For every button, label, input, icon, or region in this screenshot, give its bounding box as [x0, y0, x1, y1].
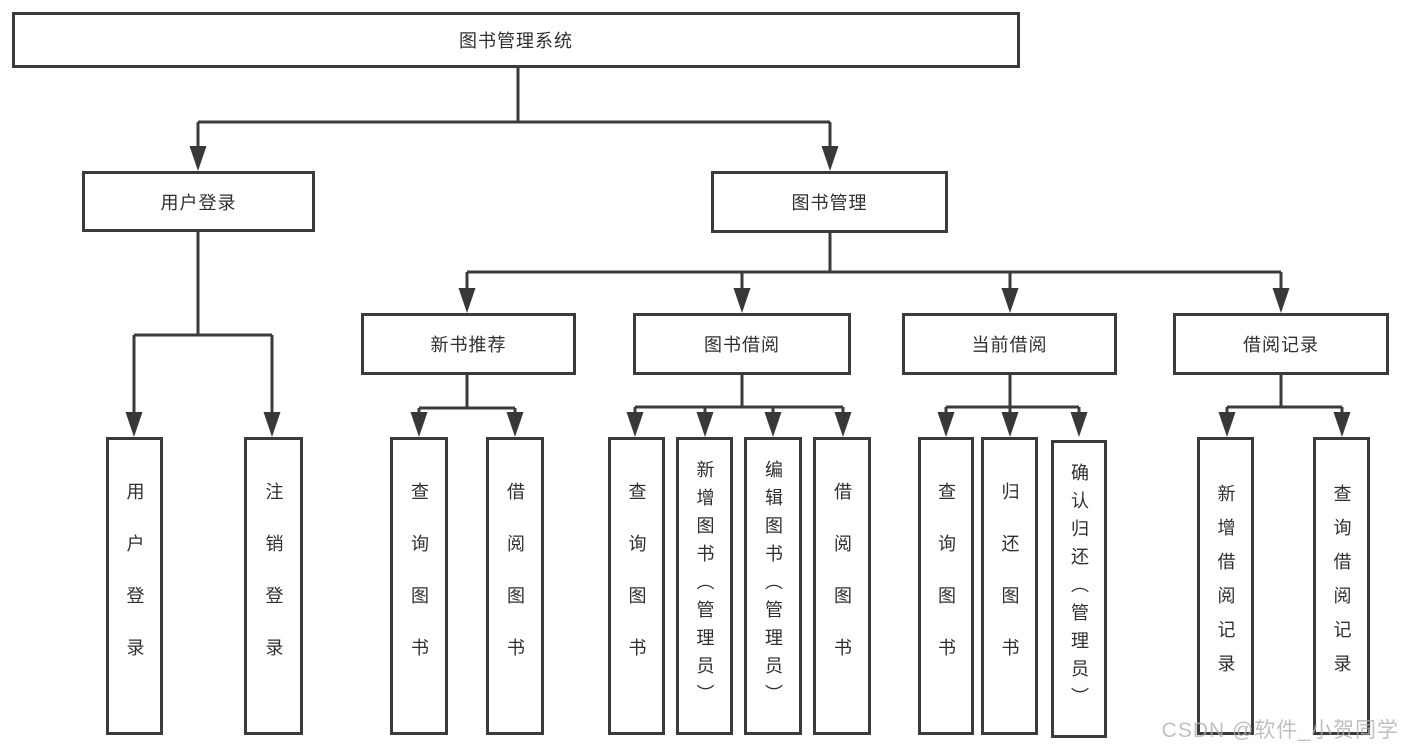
arrow-down-icon	[410, 412, 428, 437]
leaf-label: 借阅图书	[505, 482, 525, 690]
node-label: 新书推荐	[430, 335, 507, 355]
leaf-label: 注销登录	[263, 482, 284, 690]
connector-book-mgmt	[465, 233, 1283, 290]
arrow-down-icon	[263, 412, 281, 437]
leaf-records-add-record: 新增借阅记录	[1197, 437, 1254, 735]
node-root-label: 图书管理系统	[459, 31, 573, 51]
arrow-down-icon	[834, 412, 852, 437]
leaf-label: 查询图书	[409, 482, 429, 690]
arrow-down-icon	[1218, 412, 1236, 437]
node-book-borrow: 图书借阅	[633, 313, 851, 375]
arrow-down-icon	[1001, 288, 1019, 313]
leaf-current-query-book: 查询图书	[918, 437, 974, 735]
arrow-down-icon	[1272, 288, 1290, 313]
node-label: 当前借阅	[971, 335, 1048, 355]
arrow-down-icon	[458, 288, 476, 313]
arrow-down-icon	[937, 412, 955, 437]
arrow-down-icon	[1070, 412, 1088, 437]
arrow-down-icon	[1001, 412, 1019, 437]
connector-records	[1225, 375, 1344, 413]
arrow-down-icon	[506, 412, 524, 437]
leaf-label: 查询借阅记录	[1331, 484, 1352, 688]
leaf-label: 查询图书	[626, 482, 647, 690]
leaf-logout: 注销登录	[244, 437, 303, 735]
leaf-label: 用户登录	[124, 482, 145, 690]
leaf-current-confirm-return-admin: 确认归还（管理员）	[1051, 440, 1107, 738]
leaf-newrec-query-book: 查询图书	[390, 437, 448, 735]
leaf-label: 确认归还（管理员）	[1069, 463, 1089, 715]
connector-user-login	[132, 232, 274, 413]
connector-borrow	[633, 375, 845, 413]
arrow-down-icon	[125, 412, 143, 437]
leaf-borrow-borrow-book: 借阅图书	[813, 437, 871, 735]
connector-root	[196, 68, 832, 148]
leaf-newrec-borrow-book: 借阅图书	[486, 437, 544, 735]
leaf-label: 编辑图书（管理员）	[763, 460, 783, 712]
arrow-down-icon	[189, 146, 207, 171]
leaf-label: 新增图书（管理员）	[694, 460, 715, 712]
arrow-down-icon	[733, 288, 751, 313]
arrow-down-icon	[626, 412, 644, 437]
leaf-borrow-add-book-admin: 新增图书（管理员）	[676, 437, 733, 735]
node-borrow-records: 借阅记录	[1173, 313, 1389, 375]
node-root: 图书管理系统	[12, 12, 1020, 68]
node-label: 用户登录	[160, 192, 237, 213]
node-label: 图书管理	[791, 193, 868, 213]
arrowheads	[125, 146, 1351, 437]
leaf-label: 查询图书	[936, 482, 956, 690]
leaf-records-query-record: 查询借阅记录	[1313, 437, 1370, 735]
connector-new-rec	[417, 375, 517, 414]
arrow-down-icon	[821, 146, 839, 171]
arrow-down-icon	[764, 412, 782, 437]
connector-current	[944, 375, 1081, 413]
node-current-borrow: 当前借阅	[902, 313, 1117, 375]
node-label: 借阅记录	[1243, 335, 1319, 355]
leaf-current-return-book: 归还图书	[981, 437, 1038, 735]
leaf-borrow-edit-book-admin: 编辑图书（管理员）	[744, 437, 802, 735]
leaf-user-login: 用户登录	[106, 437, 163, 735]
leaf-label: 借阅图书	[832, 482, 852, 690]
leaf-label: 归还图书	[999, 482, 1020, 690]
leaf-label: 新增借阅记录	[1215, 484, 1236, 688]
node-label: 图书借阅	[704, 335, 780, 355]
csdn-watermark: CSDN @软件_小贺同学	[1161, 719, 1399, 742]
arrow-down-icon	[1333, 412, 1351, 437]
arrow-down-icon	[696, 412, 714, 437]
node-new-book-rec: 新书推荐	[361, 313, 576, 375]
node-user-login: 用户登录	[82, 171, 315, 232]
node-book-mgmt: 图书管理	[711, 171, 948, 233]
leaf-borrow-query-book: 查询图书	[608, 437, 665, 735]
